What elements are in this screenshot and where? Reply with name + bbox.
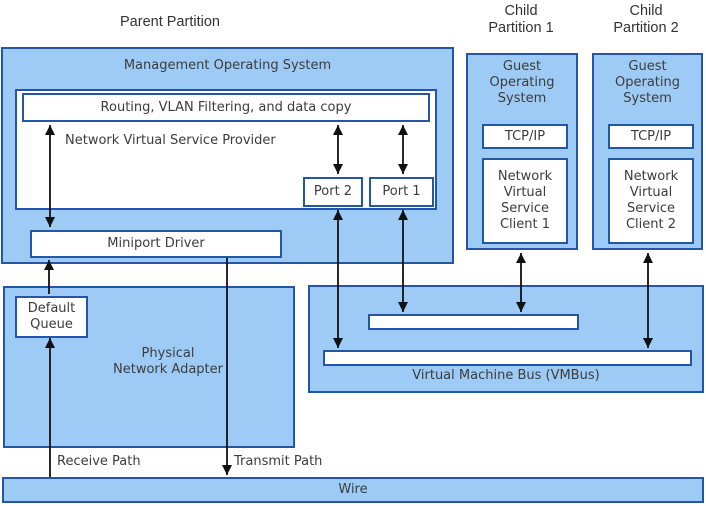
port1-label: Port 1: [382, 184, 421, 199]
miniport-driver-label: Miniport Driver: [107, 236, 205, 251]
default-queue-label: Default Queue: [27, 301, 76, 332]
transmit-path-label: Transmit Path: [234, 454, 323, 469]
port1-box: Port 1: [369, 177, 434, 207]
tcpip-2-label: TCP/IP: [630, 128, 672, 144]
parent-partition-title: Parent Partition: [120, 14, 220, 30]
tcpip-1-label: TCP/IP: [504, 128, 546, 144]
vmbus-channel-upper: [368, 314, 579, 330]
nvsc-1-box: Network Virtual Service Client 1: [482, 158, 568, 244]
guest-os-2-label: Guest Operating System: [615, 59, 680, 106]
nvsc-2-label: Network Virtual Service Client 2: [623, 169, 679, 232]
child-partition-1-box: Guest Operating System TCP/IP Network Vi…: [466, 53, 578, 250]
management-os-box: Management Operating System Routing, VLA…: [1, 47, 454, 264]
nvsp-label: Network Virtual Service Provider: [65, 133, 276, 148]
routing-vlan-box: Routing, VLAN Filtering, and data copy: [22, 93, 430, 122]
default-queue-box: Default Queue: [15, 296, 88, 338]
tcpip-1-box: TCP/IP: [482, 124, 568, 149]
management-os-label: Management Operating System: [123, 58, 332, 73]
routing-vlan-label: Routing, VLAN Filtering, and data copy: [100, 99, 352, 115]
nvsc-2-box: Network Virtual Service Client 2: [608, 158, 694, 244]
nvsc-1-label: Network Virtual Service Client 1: [497, 169, 553, 232]
child-partition-2-title: Child Partition 2: [613, 3, 679, 36]
miniport-driver-box: Miniport Driver: [30, 230, 282, 258]
child-partition-2-box: Guest Operating System TCP/IP Network Vi…: [592, 53, 703, 250]
nvsp-box: Routing, VLAN Filtering, and data copy N…: [15, 89, 437, 210]
vmbus-label: Virtual Machine Bus (VMBus): [412, 368, 600, 383]
tcpip-2-box: TCP/IP: [608, 124, 694, 149]
guest-os-1-label: Guest Operating System: [489, 59, 555, 106]
port2-label: Port 2: [313, 184, 353, 199]
vmbus-channel-lower: [323, 350, 692, 366]
child-partition-1-title: Child Partition 1: [488, 3, 554, 36]
port2-box: Port 2: [303, 177, 363, 207]
vmbus-box: Virtual Machine Bus (VMBus): [308, 285, 704, 393]
wire-label: Wire: [338, 482, 368, 497]
physical-network-adapter-box: Default Queue Physical Network Adapter: [3, 286, 295, 448]
receive-path-label: Receive Path: [57, 454, 141, 469]
physical-network-adapter-label: Physical Network Adapter: [113, 346, 223, 377]
wire-box: Wire: [2, 477, 704, 503]
